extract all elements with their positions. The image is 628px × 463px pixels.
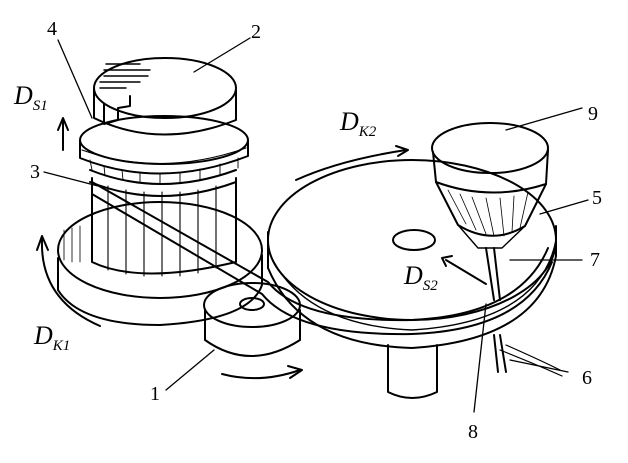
- small-pulley: [203, 282, 301, 357]
- label-8: 8: [468, 421, 478, 443]
- label-3: 3: [30, 161, 40, 183]
- label-7: 7: [590, 249, 600, 271]
- label-5: 5: [592, 187, 602, 209]
- symbol-ds2: DS2: [403, 261, 438, 294]
- symbol-dk2: DK2: [339, 107, 377, 140]
- label-1: 1: [150, 383, 160, 405]
- symbol-ds1: DS1: [13, 81, 48, 114]
- label-6: 6: [582, 367, 592, 389]
- symbol-dk1: DK1: [33, 321, 70, 354]
- left-base: [57, 201, 263, 326]
- motion-symbols: DS1 DK2 DS2 DK1: [13, 81, 438, 354]
- label-2: 2: [251, 21, 261, 43]
- label-9: 9: [588, 103, 598, 125]
- drum-column: [79, 57, 249, 277]
- conductor-tube: [485, 247, 563, 377]
- leader-lines: [43, 37, 589, 413]
- drive-belt: [91, 181, 553, 336]
- label-4: 4: [47, 18, 57, 40]
- motion-arrows: [36, 117, 487, 380]
- upper-pulley: [431, 122, 549, 249]
- part-labels: 4 2 3 9 5 7 6 8 1: [30, 18, 602, 443]
